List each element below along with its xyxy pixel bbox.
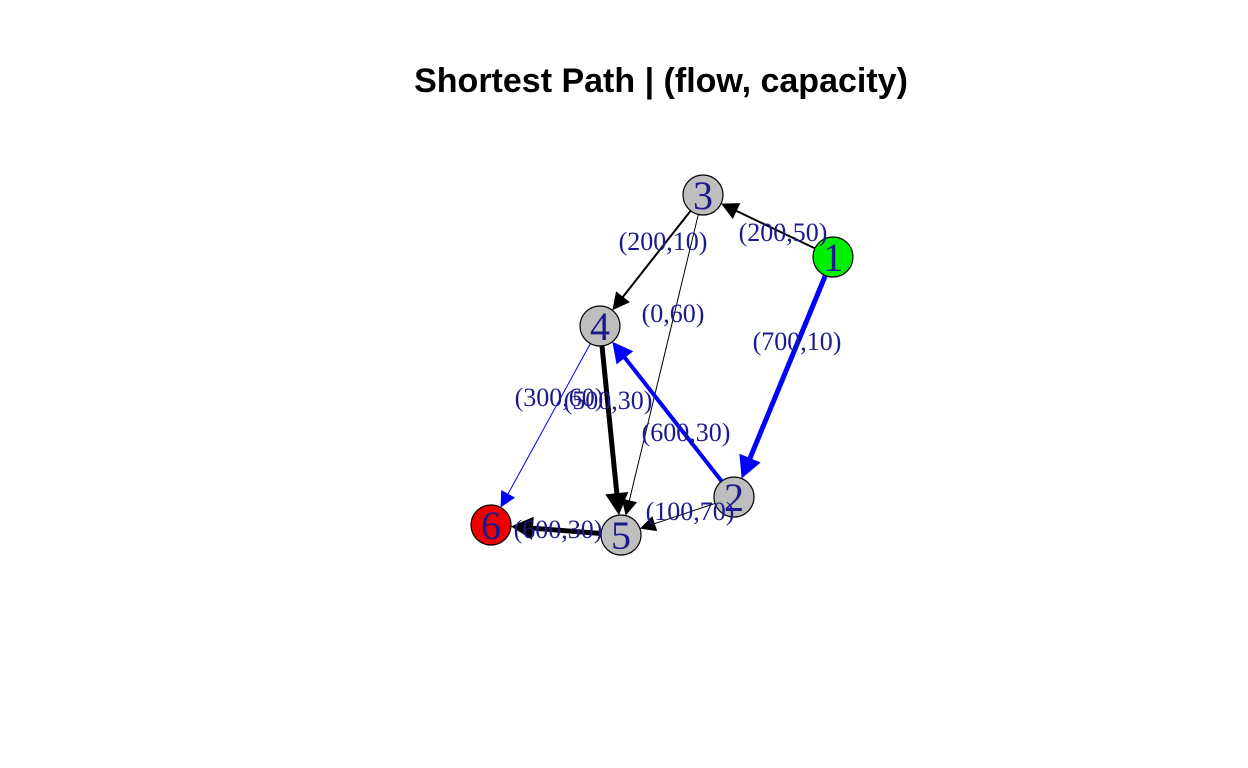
edge-4-6 [500,343,591,508]
arrowhead-icon [605,492,629,516]
graph-title: Shortest Path | (flow, capacity) [414,62,908,100]
edge-label-3-4: (200,10) [619,227,708,256]
arrowhead-icon [612,341,634,365]
edge-label-2-4: (600,30) [642,418,731,447]
node-circle [470,504,512,546]
edge-label-3-5: (0,60) [642,299,705,328]
edge-3-5 [621,214,699,516]
arrowhead-icon [721,203,741,219]
node-circle [713,476,755,518]
arrowhead-icon [621,498,638,516]
edge-1-2 [739,274,828,479]
node-circle [682,174,724,216]
node-label: 5 [611,513,631,558]
arrowhead-icon [500,489,516,508]
nodes-layer: 1 2 3 4 5 6 [470,173,854,558]
node-4: 4 [579,304,621,349]
edges-layer [500,203,828,540]
edge-5-6 [510,516,602,540]
node-label: 1 [823,235,843,280]
edge-line [746,274,828,461]
node-label: 2 [724,475,744,520]
edge-labels-layer: (200,50) (700,10) (200,10) (0,60) (600,30) (1… [514,218,842,544]
edge-label-4-5: (500,30) [564,386,653,415]
edge-3-4 [612,210,692,311]
edge-4-5 [599,345,629,516]
arrowhead-icon [510,516,534,540]
node-label: 6 [481,503,501,548]
edge-line [599,345,620,496]
edge-line [622,354,724,483]
node-1: 1 [812,235,854,280]
edge-2-4 [612,341,724,483]
edge-label-1-2: (700,10) [753,327,842,356]
arrowhead-icon [739,453,761,479]
edge-label-5-6: (600,30) [514,515,603,544]
edge-2-5 [639,502,716,532]
edge-line [652,502,716,525]
node-circle [600,514,642,556]
node-6: 6 [470,503,512,548]
arrowhead-icon [639,516,658,532]
node-2: 2 [713,475,755,520]
node-3: 3 [682,173,724,218]
edge-line [734,209,816,250]
edge-line [506,343,591,496]
edge-line [530,525,602,536]
node-5: 5 [600,513,642,558]
edge-line [628,214,699,503]
node-circle [812,236,854,278]
arrowhead-icon [612,291,630,311]
edge-1-3 [721,203,816,250]
edge-line [620,210,692,299]
node-label: 3 [693,173,713,218]
node-label: 4 [590,304,610,349]
edge-label-4-6: (300,60) [515,383,604,412]
edge-label-2-5: (100,70) [646,497,735,526]
edge-label-1-3: (200,50) [739,218,828,247]
node-circle [579,305,621,347]
